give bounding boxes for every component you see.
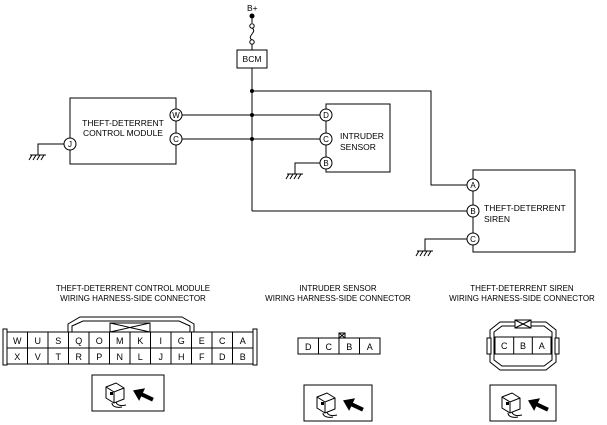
sensor-ground-wire <box>294 162 320 174</box>
ground-icon <box>28 154 46 161</box>
control-module-connector-pin: U <box>35 336 42 346</box>
control-module-connector-pin: F <box>199 352 205 362</box>
siren-a-wire <box>252 90 467 186</box>
siren-pin-b <box>466 204 480 218</box>
intruder-sensor-pin-d <box>319 108 333 122</box>
siren-connector-pin: C <box>501 341 508 351</box>
control-module-box <box>69 97 177 165</box>
siren-connector-title-2: WIRING HARNESS-SIDE CONNECTOR <box>449 294 595 303</box>
siren-pin-a <box>466 178 480 192</box>
control-module-connector-pin: H <box>178 352 185 362</box>
intruder-sensor-connector-pin: D <box>305 342 312 352</box>
control-module-connector-pin: R <box>76 352 83 362</box>
siren-pin-b-label: B <box>470 207 475 216</box>
control-module-connector-pin: V <box>35 352 41 362</box>
control-module-connector-pin: C <box>219 336 226 346</box>
control-module-connector-pin: J <box>159 352 164 362</box>
control-module-label-2: CONTROL MODULE <box>83 128 163 138</box>
intruder-sensor-pin-b-label: B <box>323 159 328 168</box>
control-module-connector-title-1: THEFT-DETERRENT CONTROL MODULE <box>56 284 210 293</box>
control-module-connector-pin: B <box>240 352 246 362</box>
intruder-sensor-connector <box>297 332 381 355</box>
intruder-sensor-connector-pin: A <box>367 342 373 352</box>
control-module-connector-pin: A <box>240 336 246 346</box>
siren-ground-wire <box>424 238 467 251</box>
control-module-connector-pin: E <box>199 336 205 346</box>
intruder-sensor-connector-title-2: WIRING HARNESS-SIDE CONNECTOR <box>265 294 411 303</box>
control-module-connector-pin: Q <box>75 336 82 346</box>
control-module-connector-pin: S <box>55 336 61 346</box>
control-module-pin-c-label: C <box>173 135 179 144</box>
control-module-connector-title-2: WIRING HARNESS-SIDE CONNECTOR <box>60 294 206 303</box>
intruder-sensor-label-1: INTRUDER <box>340 131 384 141</box>
siren-label-1: THEFT-DETERRENT <box>484 203 566 213</box>
bcm-label: BCM <box>243 54 262 64</box>
intruder-sensor-connector-title-1: INTRUDER SENSOR <box>299 284 377 293</box>
ground-icon <box>285 173 303 180</box>
siren-pin-a-label: A <box>470 181 476 190</box>
control-module-connector-pin: D <box>219 352 226 362</box>
j-ground-wire <box>37 143 64 155</box>
connector-view-icon <box>489 384 557 422</box>
intruder-sensor-pin-c <box>319 132 333 146</box>
intruder-sensor-pin-c-label: C <box>323 135 329 144</box>
control-module-connector-pin: N <box>117 352 124 362</box>
siren-box <box>472 169 576 253</box>
control-module-connector-pin: O <box>96 336 103 346</box>
control-module-connector-pin: M <box>116 336 124 346</box>
intruder-sensor-connector-pin: B <box>346 342 352 352</box>
intruder-sensor-label-2: SENSOR <box>340 142 376 152</box>
control-module-connector-pin: K <box>137 336 143 346</box>
control-module-pin-j-label: J <box>68 140 72 149</box>
siren-connector-pin: A <box>539 341 545 351</box>
ground-icon <box>415 250 433 257</box>
control-module-pin-w <box>169 108 183 122</box>
control-module-connector <box>2 316 258 366</box>
control-module-connector-pin: P <box>96 352 102 362</box>
connector-view-icon <box>303 384 373 422</box>
supply-label: B+ <box>247 3 258 13</box>
connector-view-icon <box>91 374 165 412</box>
intruder-sensor-pin-d-label: D <box>323 111 329 120</box>
control-module-connector-pin: G <box>178 336 185 346</box>
fuse-icon <box>249 23 255 45</box>
siren-connector-title-1: THEFT-DETERRENT SIREN <box>470 284 574 293</box>
siren-connector <box>486 319 560 371</box>
control-module-connector-pin: I <box>159 336 162 346</box>
control-module-connector-pin: W <box>13 336 22 346</box>
control-module-pin-c <box>169 132 183 146</box>
control-module-pin-w-label: W <box>172 111 180 120</box>
intruder-sensor-connector-pin: C <box>326 342 333 352</box>
siren-connector-pin: B <box>520 341 526 351</box>
control-module-label-1: THEFT-DETERRENT <box>82 118 164 128</box>
siren-pin-c-label: C <box>470 235 476 244</box>
control-module-connector-pin: T <box>56 352 62 362</box>
intruder-sensor-box <box>325 103 391 173</box>
control-module-connector-pin: L <box>138 352 143 362</box>
siren-label-2: SIREN <box>484 214 510 224</box>
control-module-connector-pin: X <box>14 352 20 362</box>
